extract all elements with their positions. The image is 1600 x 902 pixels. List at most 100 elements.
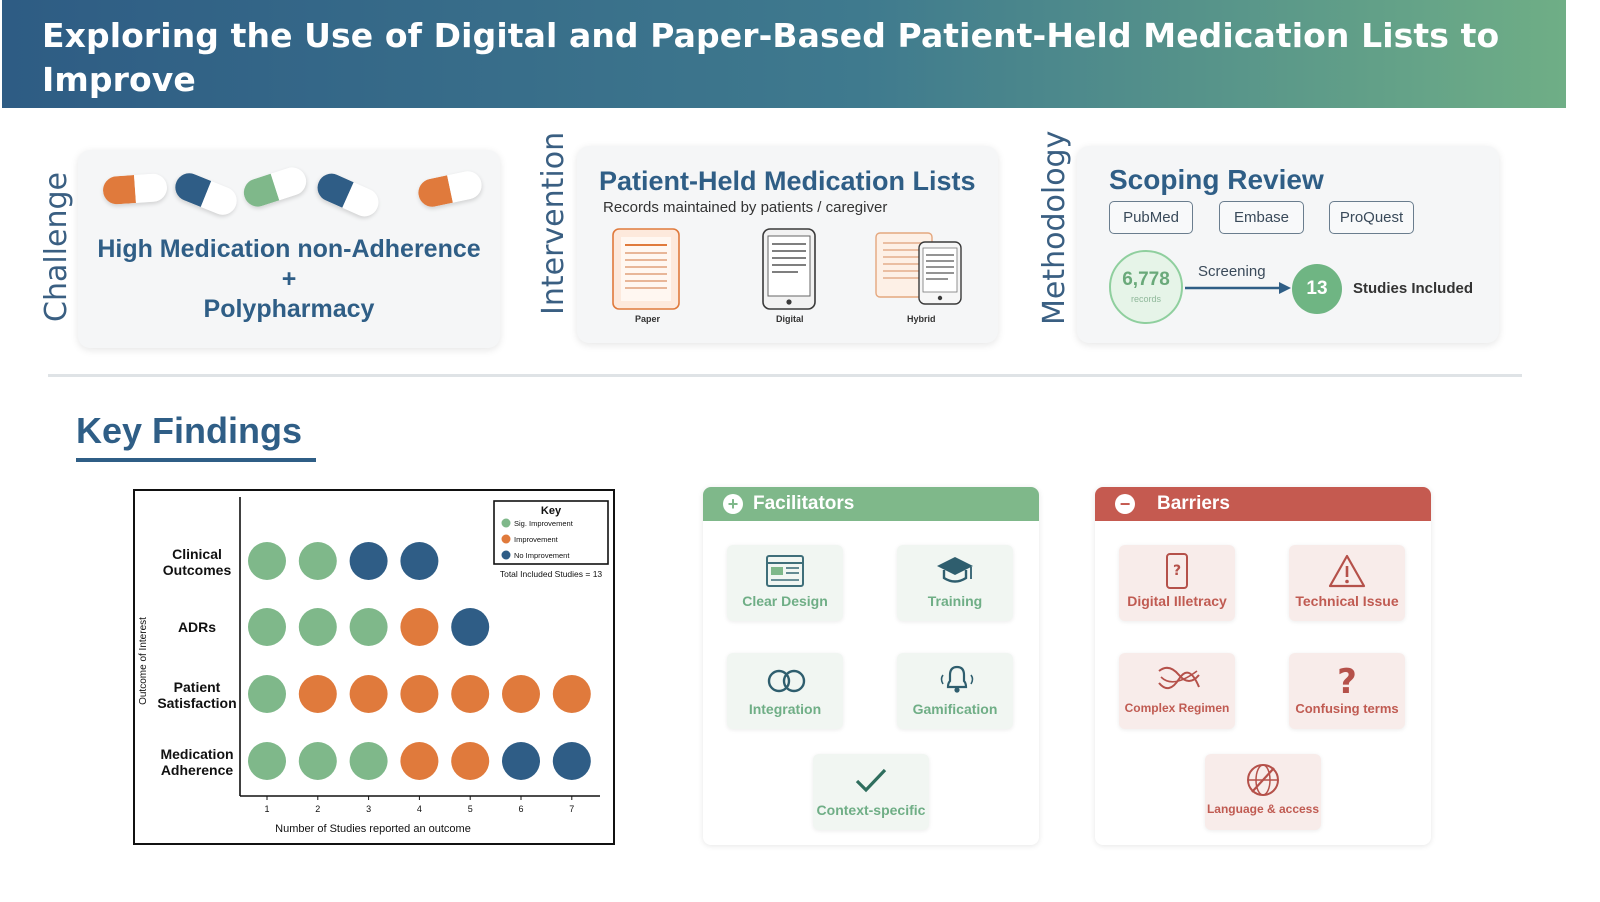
- intervention-subtitle: Records maintained by patients / caregiv…: [603, 199, 888, 216]
- facilitator-integration: Integration: [727, 653, 843, 729]
- database-pubmed: PubMed: [1109, 201, 1193, 234]
- facilitators-panel: + Facilitators Clear Design Training: [703, 487, 1039, 845]
- barrier-label: Technical Issue: [1295, 593, 1399, 609]
- barrier-label: Digital Illetracy: [1127, 593, 1227, 609]
- row-label: Outcomes: [163, 562, 232, 578]
- facilitator-context-specific: Context-specific: [813, 754, 929, 830]
- facilitator-label: Context-specific: [816, 802, 926, 818]
- x-tick-label: 2: [315, 804, 320, 814]
- section-divider: [48, 374, 1522, 377]
- records-circle: 6,778 records: [1109, 250, 1183, 324]
- legend-entry: Sig. Improvement: [514, 519, 574, 528]
- legend-swatch: [501, 534, 511, 544]
- facilitator-clear-design: Clear Design: [727, 545, 843, 621]
- barriers-panel: − Barriers ? Digital Illetracy Technical…: [1095, 487, 1431, 845]
- legend-title: Key: [541, 505, 562, 517]
- row-label: Satisfaction: [157, 695, 236, 711]
- intervention-card: Patient-Held Medication Lists Records ma…: [577, 146, 998, 343]
- paper-list-icon: [612, 228, 680, 310]
- barrier-language-access: Language & access: [1205, 754, 1321, 830]
- data-point: [248, 742, 286, 780]
- pill-icon: [102, 172, 168, 206]
- legend-swatch: [501, 518, 511, 528]
- data-point: [451, 675, 490, 713]
- included-count: 13: [1292, 264, 1342, 314]
- facilitator-label: Clear Design: [742, 593, 828, 609]
- data-point: [451, 608, 490, 646]
- x-axis-label: Number of Studies reported an outcome: [275, 823, 471, 835]
- barriers-title: Barriers: [1157, 493, 1230, 514]
- pill-icon: [313, 169, 383, 221]
- barriers-header: − Barriers: [1095, 487, 1431, 521]
- pill-icon: [415, 168, 485, 210]
- x-tick-label: 3: [366, 804, 371, 814]
- pill-icon: [171, 169, 241, 219]
- methodology-card: Scoping Review PubMed Embase ProQuest 6,…: [1077, 146, 1499, 343]
- challenge-card: High Medication non-Adherence + Polyphar…: [78, 150, 500, 348]
- x-tick-label: 5: [468, 804, 473, 814]
- x-tick-label: 1: [264, 804, 269, 814]
- question-mark-icon: ?: [1337, 662, 1357, 697]
- page-title: Exploring the Use of Digital and Paper-B…: [42, 14, 1566, 146]
- data-point: [400, 608, 439, 646]
- database-embase: Embase: [1219, 201, 1304, 234]
- facilitator-label: Gamification: [912, 701, 998, 717]
- data-point: [298, 608, 337, 646]
- challenge-side-label: Challenge: [39, 172, 74, 322]
- facilitator-label: Integration: [748, 701, 822, 717]
- title-line-1: Exploring the Use of Digital and Paper-B…: [42, 16, 1500, 99]
- methodology-title: Scoping Review: [1109, 164, 1324, 195]
- data-point: [349, 742, 388, 780]
- layout-icon: [766, 555, 804, 587]
- data-point: [552, 675, 591, 713]
- facilitator-training: Training: [897, 545, 1013, 621]
- legend-entry: Improvement: [514, 535, 559, 544]
- challenge-plus: +: [281, 265, 297, 293]
- barrier-digital-illetracy: ? Digital Illetracy: [1119, 545, 1235, 621]
- paper-caption: Paper: [635, 314, 661, 324]
- included-label: Studies Included: [1353, 280, 1474, 297]
- legend-entry: No Improvement: [514, 551, 570, 560]
- bell-icon: [940, 665, 974, 693]
- phone-question-icon: ?: [1166, 553, 1188, 589]
- digital-tablet-icon: [762, 228, 816, 310]
- screening-label: Screening: [1198, 263, 1266, 280]
- records-label: records: [1130, 294, 1161, 304]
- challenge-line-1: High Medication non-Adherence: [97, 235, 481, 263]
- facilitator-label: Training: [927, 593, 983, 609]
- link-rings-icon: [767, 669, 806, 693]
- title-line-2: Medication Adherence and Health Outcomes…: [42, 104, 1554, 143]
- tangle-icon: [1158, 666, 1200, 690]
- row-label: Medication: [160, 746, 233, 762]
- hybrid-caption: Hybrid: [907, 314, 936, 324]
- graduation-cap-icon: [937, 557, 973, 583]
- data-point: [400, 675, 439, 713]
- challenge-line-2: Polypharmacy: [203, 295, 375, 323]
- data-point: [400, 742, 439, 780]
- plus-icon: +: [723, 494, 743, 514]
- legend-box: [493, 500, 609, 565]
- x-tick-label: 4: [417, 804, 422, 814]
- minus-icon: −: [1115, 494, 1135, 514]
- y-axis-label: Outcome of Interest: [138, 617, 149, 705]
- x-tick-label: 6: [518, 804, 523, 814]
- row-label: Adherence: [161, 762, 234, 778]
- barrier-complex-regimen: Complex Regimen: [1119, 653, 1235, 729]
- screening-arrow-icon: [1185, 282, 1291, 294]
- barrier-confusing-terms: ? Confusing terms: [1289, 653, 1405, 729]
- checkmark-icon: [855, 768, 887, 793]
- row-label: Clinical: [172, 546, 222, 562]
- methodology-side-label: Methodology: [1037, 130, 1072, 325]
- digital-caption: Digital: [776, 314, 804, 324]
- intervention-title: Patient-Held Medication Lists: [599, 166, 976, 196]
- legend-swatch: [501, 550, 511, 560]
- chart-note: Total Included Studies = 13: [500, 569, 603, 579]
- svg-text:?: ?: [1337, 662, 1357, 697]
- barrier-label: Language & access: [1206, 802, 1320, 816]
- data-point: [298, 742, 337, 780]
- data-point: [298, 542, 337, 580]
- barrier-label: Complex Regimen: [1124, 701, 1230, 715]
- data-point: [552, 742, 591, 780]
